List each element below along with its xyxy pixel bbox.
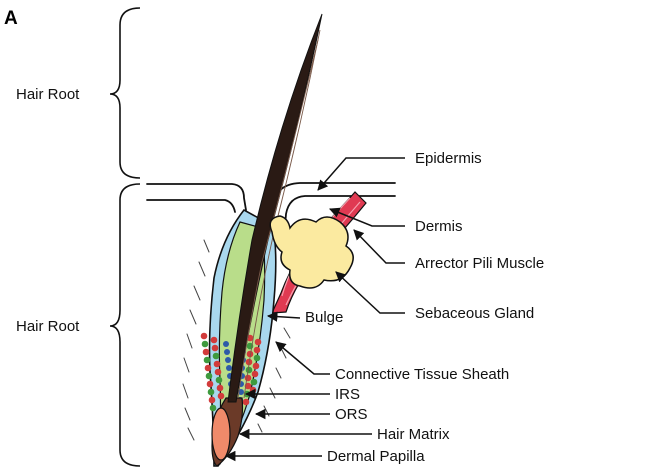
connective-tissue-sheath-leader — [275, 341, 330, 375]
lower-brace — [109, 183, 141, 467]
hair-root-upper-label: Hair Root — [16, 86, 80, 103]
upper-brace — [109, 7, 141, 179]
arrector-pili-muscle-label: Arrector Pili Muscle — [415, 255, 544, 272]
panel-letter: A — [4, 8, 18, 29]
connective-tissue-sheath-label: Connective Tissue Sheath — [335, 366, 509, 383]
hair-shaft — [227, 13, 323, 403]
epidermis-inner-line — [146, 199, 236, 213]
epidermis-leader — [317, 157, 405, 191]
dermis-leader — [329, 207, 405, 227]
ors-cell-dots-left — [200, 332, 225, 412]
epidermis-label: Epidermis — [415, 150, 482, 167]
sebaceous-gland-label: Sebaceous Gland — [415, 305, 534, 322]
bulge-leader — [266, 311, 301, 322]
epidermis-outer-line — [146, 183, 247, 211]
dermal-papilla-shape — [211, 407, 231, 461]
sebaceous-gland-shape — [269, 215, 354, 289]
hair-matrix-label: Hair Matrix — [377, 426, 450, 443]
dermal-papilla-label: Dermal Papilla — [327, 448, 425, 465]
arrector-pili-leader — [353, 229, 405, 264]
epidermis-right-inner-line — [284, 195, 396, 227]
bulge-label: Bulge — [305, 309, 343, 326]
irs-label: IRS — [335, 386, 360, 403]
dermis-label: Dermis — [415, 218, 463, 235]
hair-root-lower-label: Hair Root — [16, 318, 80, 335]
sebaceous-gland-leader — [335, 271, 405, 314]
ors-label: ORS — [335, 406, 368, 423]
